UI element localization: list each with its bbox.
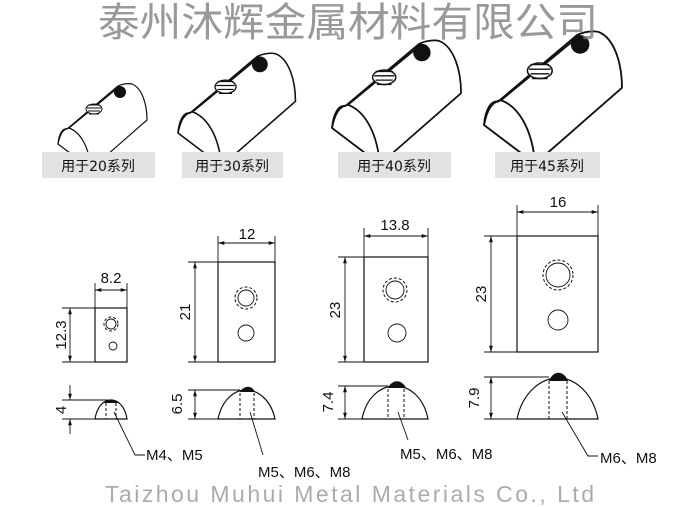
t-nut-40-illustration [331, 39, 462, 166]
side-view-45: 7.9 M6、M8 [466, 372, 657, 467]
width-dimension: 12 [239, 226, 256, 243]
length-dimension: 23 [473, 286, 490, 303]
length-dimension: 12.3 [53, 320, 70, 349]
side-view-20: 4 M4、M5 [53, 385, 203, 464]
top-view-20: 8.2 12.3 [53, 270, 128, 363]
series-label-40: 用于40系列 [338, 152, 451, 178]
top-view-40: 13.8 23 [327, 217, 429, 363]
length-dimension: 23 [327, 302, 344, 319]
t-nut-30-illustration [177, 52, 297, 167]
series-label-text: 用于45系列 [510, 159, 584, 175]
series-label-text: 用于40系列 [357, 159, 431, 175]
height-dimension: 7.4 [320, 392, 337, 413]
width-dimension: 8.2 [101, 270, 122, 287]
series-label-text: 用于30系列 [195, 159, 269, 175]
watermark-chinese: 泰州沐辉金属材料有限公司 [98, 0, 598, 46]
side-view-40: 7.4 M5、M6、M8 [320, 381, 493, 463]
top-view-30: 12 21 [177, 226, 276, 363]
height-dimension: 6.5 [169, 394, 186, 415]
series-label-30: 用于30系列 [182, 152, 283, 178]
series-label-20: 用于20系列 [42, 152, 155, 178]
thread-size-label: M5、M6、M8 [258, 464, 351, 481]
top-view-45: 16 23 [473, 194, 599, 353]
thread-size-label: M4、M5 [146, 447, 203, 464]
series-label-text: 用于20系列 [61, 159, 135, 175]
side-view-30: 6.5 M5、M6、M8 [169, 386, 351, 481]
watermark-english: Taizhou Muhui Metal Materials Co., Ltd [105, 481, 595, 507]
height-dimension: 7.9 [466, 388, 483, 409]
thread-size-label: M6、M8 [600, 450, 657, 467]
series-label-45: 用于45系列 [495, 152, 600, 178]
length-dimension: 21 [177, 304, 194, 321]
width-dimension: 16 [550, 194, 567, 211]
t-nut-45-illustration [483, 30, 623, 165]
width-dimension: 13.8 [380, 217, 409, 234]
thread-size-label: M5、M6、M8 [400, 446, 493, 463]
height-dimension: 4 [53, 406, 70, 414]
